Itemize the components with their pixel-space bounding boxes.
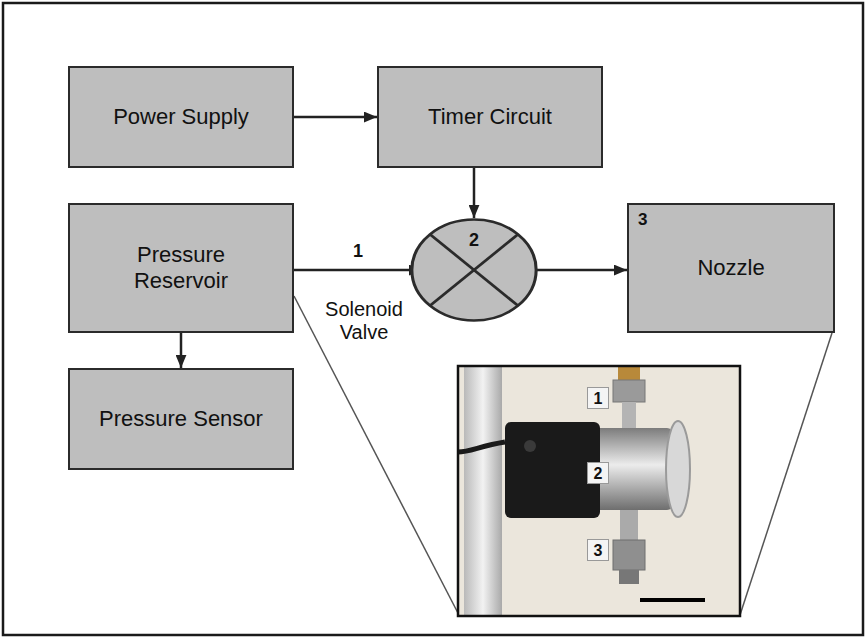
process-box: 3Nozzle <box>627 203 835 333</box>
valve-symbol: 2 <box>410 218 538 322</box>
box-label: Nozzle <box>697 255 764 281</box>
callout-number: 1 <box>587 387 609 409</box>
frame-border <box>3 3 863 635</box>
callout-number: 3 <box>587 539 609 561</box>
zoom-line <box>740 333 832 615</box>
process-box: Pressure Sensor <box>68 368 294 470</box>
flow-arrow <box>294 116 377 119</box>
process-box: Timer Circuit <box>377 66 603 168</box>
flow-arrow <box>180 333 183 368</box>
callout-number: 3 <box>638 210 647 230</box>
callout-number: 2 <box>587 462 609 484</box>
photo-border <box>458 366 740 616</box>
box-label: Power Supply <box>113 104 249 130</box>
flow-arrow <box>526 269 627 272</box>
process-box: Power Supply <box>68 66 294 168</box>
callout-number: 1 <box>350 242 366 262</box>
valve-photo <box>458 366 740 616</box>
zoom-line <box>294 296 459 615</box>
flow-arrow <box>294 269 422 272</box>
box-label: Pressure Reservoir <box>116 242 246 295</box>
box-label: Timer Circuit <box>428 104 552 130</box>
box-label: Pressure Sensor <box>99 406 263 432</box>
flow-arrow <box>473 168 476 218</box>
callout-number: 2 <box>410 230 538 252</box>
process-box: Pressure Reservoir <box>68 203 294 333</box>
valve-label: Solenoid Valve <box>312 298 416 344</box>
